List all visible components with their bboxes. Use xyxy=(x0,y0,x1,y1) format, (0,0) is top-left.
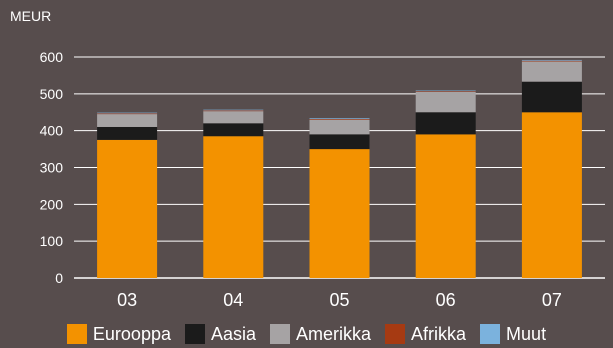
legend-item: Afrikka xyxy=(385,324,466,345)
x-tick-label: 03 xyxy=(117,290,137,310)
legend-swatch xyxy=(66,324,87,344)
bar-segment xyxy=(521,60,582,62)
y-tick-label: 200 xyxy=(40,196,64,212)
legend-label: Amerikka xyxy=(296,323,372,344)
legend-swatch xyxy=(270,324,291,344)
legend-swatch xyxy=(385,324,406,344)
y-tick-label: 100 xyxy=(40,233,64,249)
legend-swatch xyxy=(184,324,205,344)
bar-segment xyxy=(203,109,264,111)
legend-item: Aasia xyxy=(184,323,257,345)
y-tick-label: 0 xyxy=(55,270,63,286)
bar-segment xyxy=(97,113,158,115)
bars xyxy=(97,59,582,278)
bar-segment xyxy=(415,134,476,278)
plot-area: MEUR 0 100 200 300 400 500 600 03 04 05 06 07 xyxy=(10,8,605,310)
y-tick-label: 500 xyxy=(40,86,64,102)
y-axis-label: MEUR xyxy=(10,8,51,24)
legend-item: Muut xyxy=(480,324,546,345)
bar-segment xyxy=(309,119,370,135)
legend-item: Amerikka xyxy=(270,324,371,345)
bar-segment xyxy=(521,112,582,278)
legend-label: Muut xyxy=(506,323,547,344)
bar-segment xyxy=(521,61,582,82)
legend-item: Eurooppa xyxy=(66,323,171,345)
legend-label: Aasia xyxy=(210,323,257,344)
x-tick-label: 05 xyxy=(329,290,349,310)
bar-segment xyxy=(97,139,158,278)
x-tick-label: 07 xyxy=(542,290,562,310)
bar-segment xyxy=(521,59,582,61)
x-tick-labels: 03 04 05 06 07 xyxy=(117,290,562,310)
bar-segment xyxy=(309,149,370,278)
bar-segment xyxy=(203,123,264,137)
bar-segment xyxy=(415,91,476,113)
legend-swatch xyxy=(480,324,501,344)
bar-segment xyxy=(415,91,476,92)
bar-segment xyxy=(309,134,370,150)
x-tick-label: 04 xyxy=(223,290,243,310)
bar-segment xyxy=(203,136,264,278)
bar-segment xyxy=(521,81,582,113)
y-tick-labels: 0 100 200 300 400 500 600 xyxy=(40,49,64,286)
y-tick-label: 300 xyxy=(40,160,64,176)
bar-segment xyxy=(97,112,158,114)
y-tick-label: 600 xyxy=(40,49,64,65)
legend: Eurooppa Aasia Amerikka Afrikka Muut xyxy=(0,322,613,346)
legend-label: Eurooppa xyxy=(92,323,171,344)
bar-segment xyxy=(309,118,370,120)
bar-segment xyxy=(415,112,476,135)
bar-segment xyxy=(203,110,264,112)
bar-segment xyxy=(415,90,476,92)
legend-label: Afrikka xyxy=(411,323,467,344)
y-tick-label: 400 xyxy=(40,123,64,139)
x-tick-label: 06 xyxy=(436,290,456,310)
bar-segment xyxy=(97,126,158,140)
bar-segment xyxy=(97,114,158,127)
bar-segment xyxy=(203,111,264,124)
bar-segment xyxy=(309,118,370,119)
